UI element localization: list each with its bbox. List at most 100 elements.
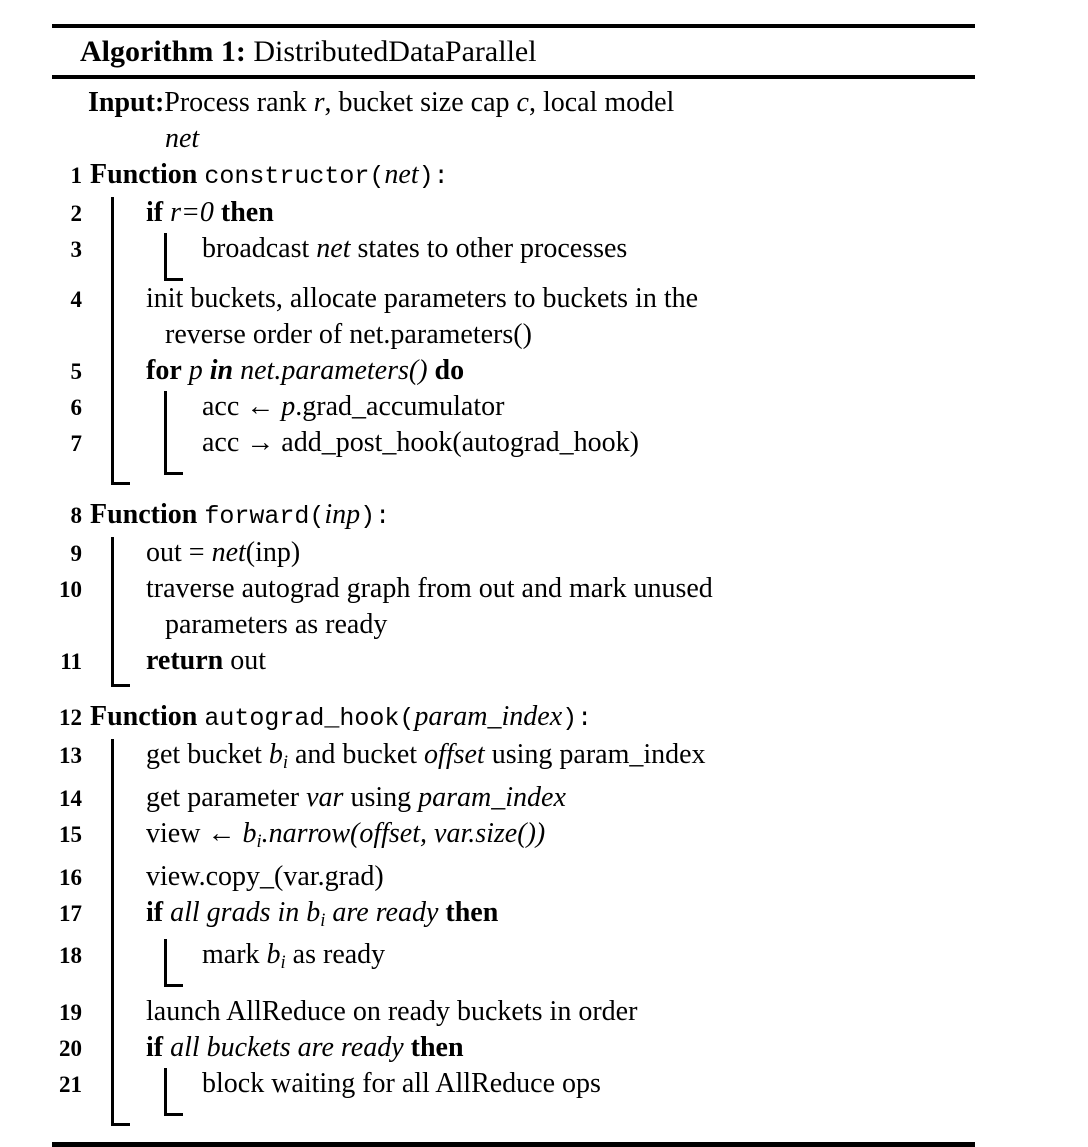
line-content: if all grads in bi are ready then — [52, 896, 499, 930]
line-content: acc → add_post_hook(autograd_hook) — [202, 427, 639, 458]
block-spacer — [52, 679, 975, 687]
keyword-then: then — [220, 197, 274, 228]
indent-bar-foot — [111, 482, 130, 485]
group-spacer — [52, 687, 975, 699]
indent-bar-level1 — [111, 537, 130, 687]
block-spacer — [52, 1102, 975, 1116]
if-r0-body: 3 broadcast net states to other processe… — [52, 231, 975, 281]
algorithm-line-21: 21 block waiting for all AllReduce ops — [52, 1066, 975, 1102]
top-rule — [52, 24, 975, 28]
algorithm-line-8: 8 Function forward(inp): — [52, 497, 975, 535]
line-number: 10 — [59, 577, 82, 602]
keyword-then: then — [410, 1032, 464, 1064]
indent-bar-level2 — [164, 233, 183, 281]
input-text-tail: , local model — [528, 87, 675, 118]
line-number: 11 — [60, 649, 82, 674]
function-name: autograd_hook( — [204, 704, 415, 733]
bucket-var: bi — [242, 817, 262, 851]
function-arg: net — [384, 159, 419, 190]
function-close: ): — [360, 502, 391, 531]
constructor-body: 2 if r=0 then 3 broadcast net states to … — [52, 195, 975, 485]
keyword-for: for — [146, 355, 182, 386]
indent-bar-foot — [164, 472, 183, 475]
input-continuation: net — [165, 123, 200, 154]
line-content: if all buckets are ready then — [52, 1032, 464, 1063]
algorithm-body: Input:Process rank r, bucket size cap c,… — [52, 79, 975, 1142]
line-content: acc ← p.grad_accumulator — [52, 391, 504, 422]
group-spacer — [52, 485, 975, 497]
param-index-var: param_index — [418, 781, 566, 813]
if-condition: r=0 — [170, 197, 214, 228]
stmt-pre: acc ← — [202, 391, 282, 422]
algorithm-line-7: 7 acc → add_post_hook(autograd_hook) — [52, 425, 975, 461]
bucket-var: bi — [268, 739, 288, 772]
return-value: out — [230, 645, 267, 676]
line-content: return out — [52, 645, 266, 676]
input-block: Input:Process rank r, bucket size cap c,… — [52, 85, 975, 157]
if-buckets-ready-body: 21 block waiting for all AllReduce ops — [52, 1066, 975, 1117]
algorithm-line-15: 15 view ← bi.narrow(offset, var.size()) — [52, 816, 975, 859]
line-number: 5 — [70, 359, 83, 384]
stmt-pre: broadcast — [202, 233, 317, 264]
algorithm-line-20: 20 if all buckets are ready then — [52, 1030, 975, 1066]
function-arg: param_index — [414, 701, 563, 732]
narrow-call: .narrow( — [261, 817, 360, 849]
algorithm-line-14: 14 get parameter var using param_index — [52, 780, 975, 816]
algorithm-line-13: 13 get bucket bi and bucket offset using… — [52, 737, 975, 780]
bucket-var: bi — [266, 939, 286, 973]
forward-body: 9 out = net(inp) 10 traverse autograd gr… — [52, 535, 975, 687]
indent-bar-level1 — [111, 197, 130, 485]
bottom-rule — [52, 1142, 975, 1147]
line-number: 20 — [59, 1036, 82, 1062]
line-number: 15 — [59, 821, 82, 847]
algorithm-line-1: 1 Function constructor(net): — [52, 157, 975, 195]
block-spacer — [52, 475, 975, 485]
algorithm-line-17: 17 if all grads in bi are ready then — [52, 895, 975, 938]
input-var-c: c — [516, 87, 529, 118]
keyword-then: then — [445, 896, 499, 928]
algorithm-line-5: 5 for p in net.parameters() do — [52, 353, 975, 389]
algorithm-line-11: 11 return out — [52, 643, 975, 679]
var-size-call: var.size — [434, 817, 518, 849]
keyword-do: do — [434, 355, 465, 386]
keyword-if: if — [146, 896, 164, 928]
input-line: Input:Process rank r, bucket size cap c,… — [88, 85, 975, 121]
indent-bar-foot — [111, 1123, 130, 1127]
line-content: if r=0 then — [52, 197, 274, 228]
input-text-before-r: Process rank — [164, 87, 314, 118]
autograd-hook-body: 13 get bucket bi and bucket offset using… — [52, 737, 975, 1127]
line-content: block waiting for all AllReduce ops — [202, 1068, 601, 1100]
offset-var: offset — [424, 739, 485, 770]
line-number: 8 — [70, 503, 83, 528]
algorithm-line-3: 3 broadcast net states to other processe… — [52, 231, 975, 267]
line-number: 9 — [70, 541, 83, 566]
keyword-function: Function — [90, 499, 198, 530]
algorithm-line-9: 9 out = net(inp) — [52, 535, 975, 571]
algorithm-line-19: 19 launch AllReduce on ready buckets in … — [52, 994, 975, 1030]
line-content: view.copy_(var.grad) — [146, 860, 384, 892]
algorithm-line-18: 18 mark bi as ready — [52, 937, 975, 980]
stmt-post: .grad_accumulator — [295, 391, 505, 422]
line-content: out = net(inp) — [52, 537, 300, 568]
line-number: 1 — [70, 163, 83, 188]
line-number: 17 — [59, 900, 82, 926]
indent-bar-foot — [111, 684, 130, 687]
block-spacer — [52, 980, 975, 994]
if-condition: all grads in bi are ready — [170, 896, 439, 930]
line-continuation: parameters as ready — [165, 609, 388, 640]
stmt-post: states to other processes — [350, 233, 628, 264]
input-text-after-r: , bucket size cap — [324, 87, 517, 118]
function-name: forward( — [204, 502, 325, 531]
line-number: 4 — [70, 287, 83, 312]
indent-bar-level2 — [164, 939, 183, 988]
stmt-post: (inp) — [245, 537, 301, 568]
keyword-if: if — [146, 1032, 164, 1064]
line-content: get bucket bi and bucket offset using pa… — [146, 739, 706, 772]
algorithm-caption: Algorithm 1: DistributedDataParallel — [52, 28, 975, 75]
for-var: p — [188, 355, 203, 386]
algorithm-line-12: 12 Function autograd_hook(param_index): — [52, 699, 975, 737]
line-content: init buckets, allocate parameters to buc… — [146, 283, 699, 314]
algorithm-line-4: 4 init buckets, allocate parameters to b… — [52, 281, 975, 353]
line-number: 13 — [59, 743, 82, 768]
line-content: Function constructor(net): — [52, 159, 449, 191]
